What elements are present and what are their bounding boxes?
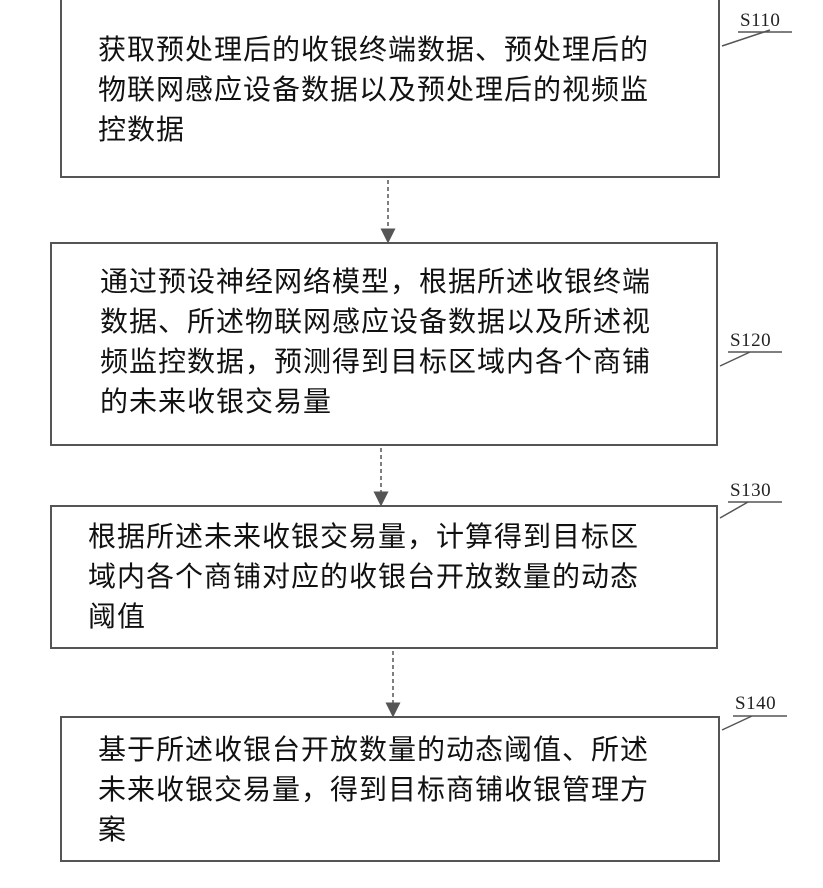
step-text-s110: 获取预处理后的收银终端数据、预处理后的 物联网感应设备数据以及预处理后的视频监 … — [98, 30, 649, 150]
step-box-s110: 获取预处理后的收银终端数据、预处理后的 物联网感应设备数据以及预处理后的视频监 … — [60, 0, 720, 178]
step-label-s140: S140 — [735, 693, 776, 715]
leader-line-s120 — [720, 352, 750, 366]
step-label-s120: S120 — [730, 330, 771, 352]
step-label-s110: S110 — [740, 10, 780, 32]
step-text-s130: 根据所述未来收银交易量，计算得到目标区 域内各个商铺对应的收银台开放数量的动态 … — [88, 517, 639, 637]
leader-line-s110 — [722, 30, 770, 46]
step-label-s130: S130 — [730, 480, 771, 502]
leader-line-s140 — [722, 716, 752, 730]
step-box-s140: 基于所述收银台开放数量的动态阈值、所述 未来收银交易量，得到目标商铺收银管理方 … — [60, 716, 720, 862]
step-text-s120: 通过预设神经网络模型，根据所述收银终端 数据、所述物联网感应设备数据以及所述视 … — [100, 262, 651, 422]
step-text-s140: 基于所述收银台开放数量的动态阈值、所述 未来收银交易量，得到目标商铺收银管理方 … — [98, 730, 649, 850]
step-box-s120: 通过预设神经网络模型，根据所述收银终端 数据、所述物联网感应设备数据以及所述视 … — [50, 242, 718, 446]
leader-line-s130 — [720, 502, 748, 518]
step-box-s130: 根据所述未来收银交易量，计算得到目标区 域内各个商铺对应的收银台开放数量的动态 … — [50, 505, 718, 649]
